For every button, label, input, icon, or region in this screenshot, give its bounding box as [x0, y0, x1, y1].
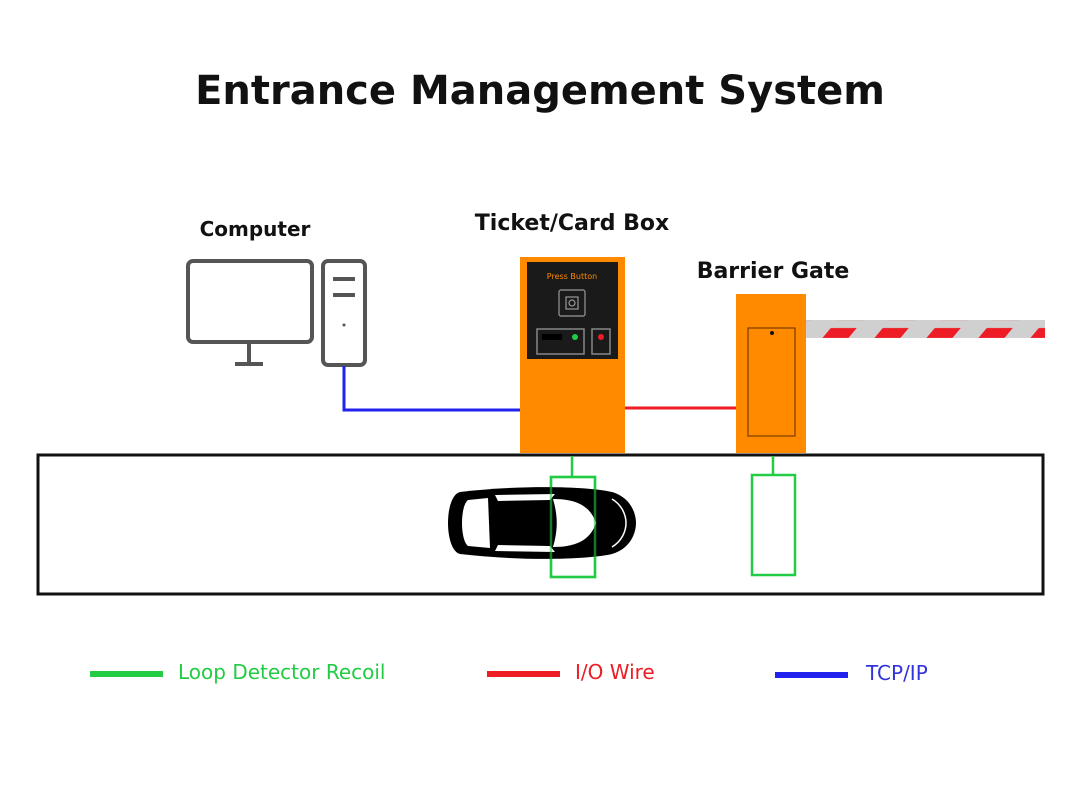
green-indicator-icon	[572, 334, 578, 340]
barrier-gate-label: Barrier Gate	[697, 259, 850, 284]
car-icon	[448, 487, 636, 559]
barrier-gate	[736, 294, 806, 453]
legend-label-tcp: TCP/IP	[865, 661, 928, 685]
diagram-title: Entrance Management System	[195, 68, 885, 114]
loop-detector-2	[750, 456, 797, 577]
barrier-arm	[806, 320, 1045, 338]
ticket-box-label: Ticket/Card Box	[475, 211, 669, 236]
road-lane	[36, 453, 1045, 596]
tcp-ip-wire	[342, 366, 521, 412]
legend: Loop Detector Recoil I/O Wire TCP/IP	[90, 660, 928, 685]
card-reader-icon	[558, 289, 586, 317]
legend-label-io: I/O Wire	[575, 660, 655, 684]
ticket-slot	[536, 328, 585, 355]
computer-label: Computer	[200, 217, 311, 241]
computer-tower-icon	[321, 259, 367, 367]
red-button-icon	[598, 334, 604, 340]
press-button	[591, 328, 611, 355]
ticket-box-screen-text: Press Button	[547, 272, 597, 281]
ticket-card-box: Press Button	[520, 257, 625, 453]
monitor-icon	[186, 259, 314, 366]
legend-label-loop: Loop Detector Recoil	[178, 660, 385, 684]
